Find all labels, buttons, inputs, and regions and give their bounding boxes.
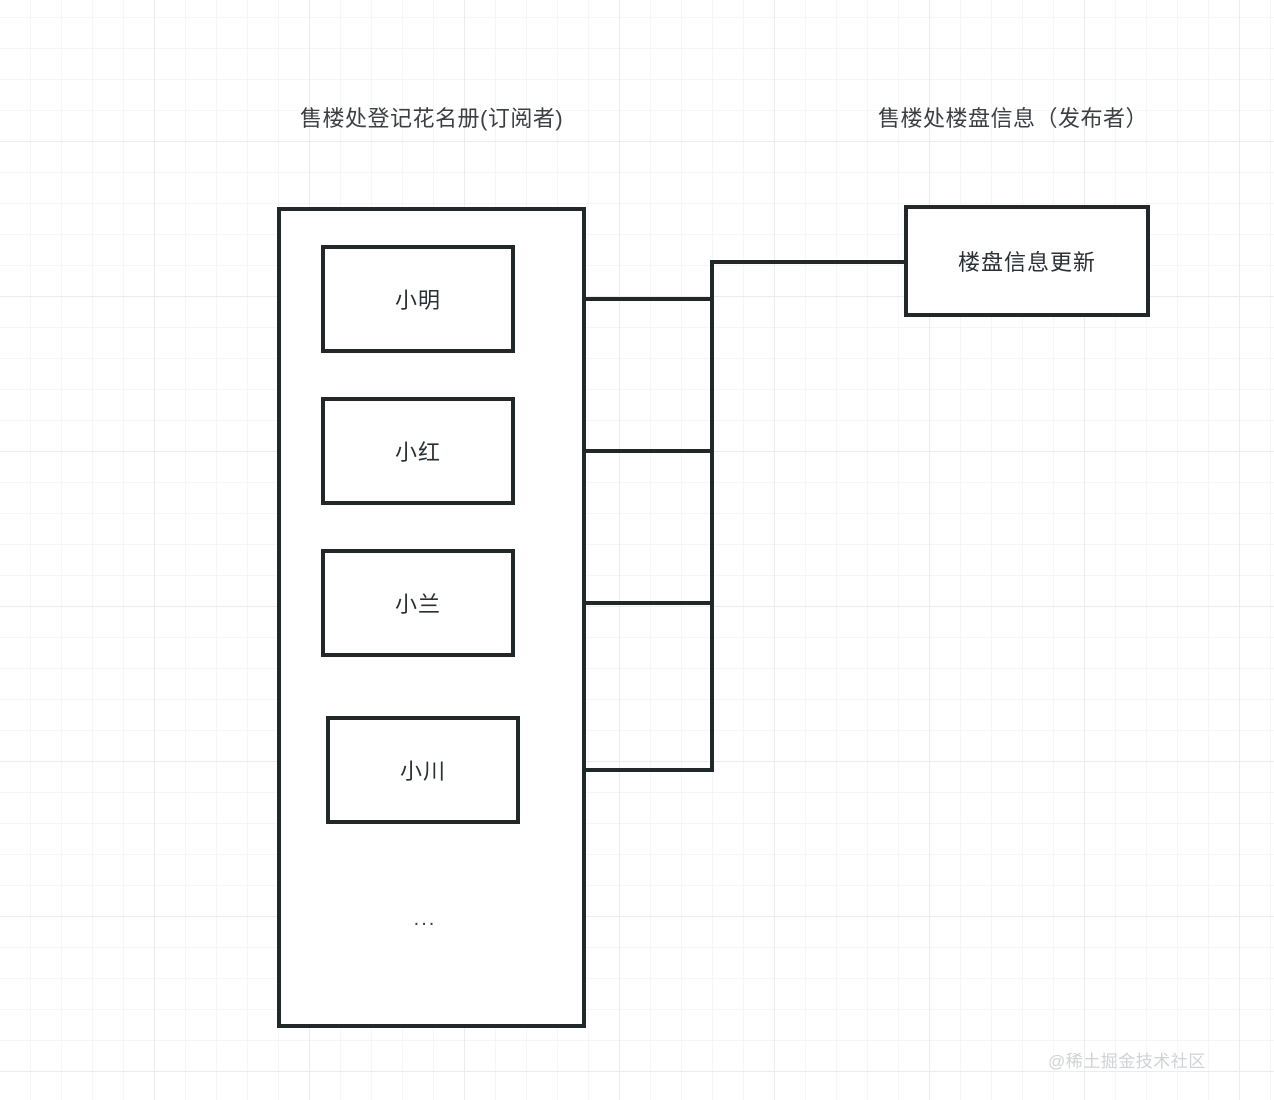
publisher-group-title: 售楼处楼盘信息（发布者） [878,106,1149,131]
subscriber-node-label: 小川 [399,759,446,784]
subscriber-node-label: 小兰 [394,592,441,617]
subscriber-more-ellipsis: ... [413,908,437,930]
subscriber-node-2[interactable]: 小兰 [321,549,515,657]
subscriber-node-3[interactable]: 小川 [326,716,520,824]
publisher-event-node[interactable]: 楼盘信息更新 [904,205,1150,317]
subscriber-node-label: 小红 [394,440,441,465]
connector-trunk [710,260,906,772]
subscriber-node-label: 小明 [394,288,441,313]
subscriber-group-title: 售楼处登记花名册(订阅者) [300,106,564,131]
subscriber-node-1[interactable]: 小红 [321,397,515,505]
watermark: @稀土掘金技术社区 [1048,1052,1206,1071]
subscriber-node-0[interactable]: 小明 [321,245,515,353]
publisher-event-label: 楼盘信息更新 [957,250,1096,275]
